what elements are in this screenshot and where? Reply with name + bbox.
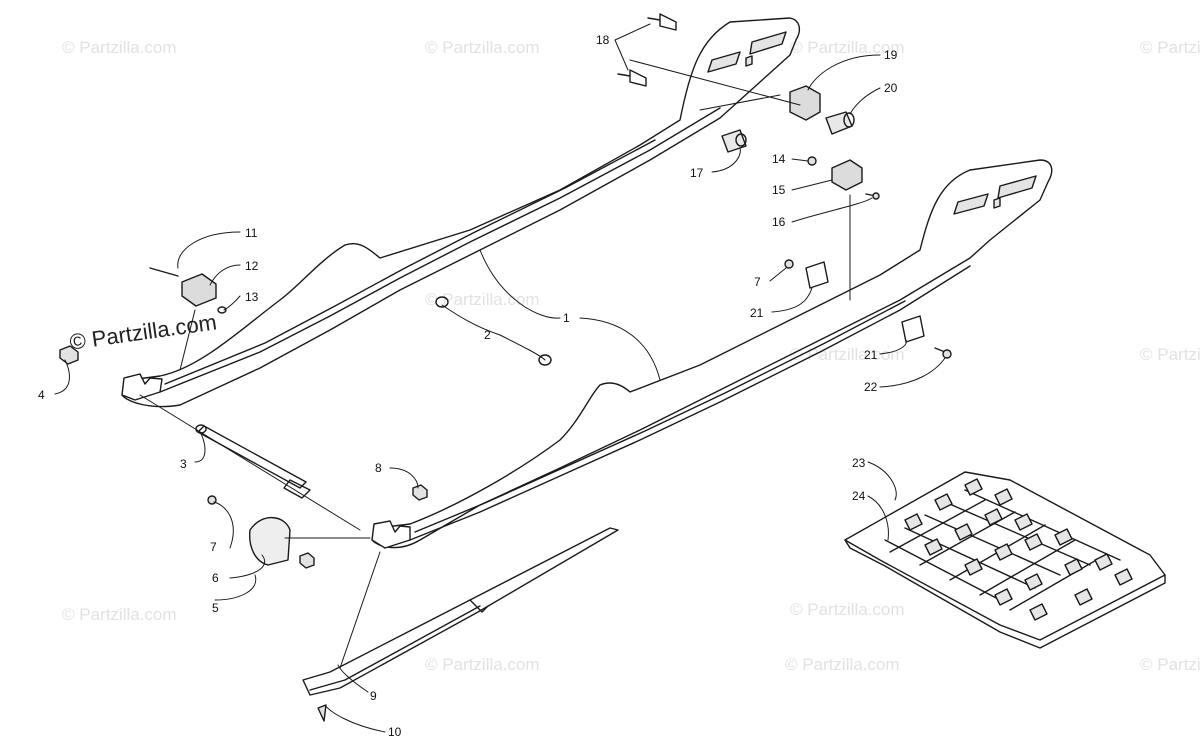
callout-19: 19 [884, 48, 898, 62]
leader-lines [54, 23, 946, 733]
watermark: © Partzilla.com [1140, 38, 1200, 57]
callout-23: 23 [852, 456, 866, 470]
callout-2: 2 [484, 328, 491, 342]
callout-1: 1 [563, 311, 570, 325]
callout-21b: 21 [864, 348, 878, 362]
callout-12: 12 [245, 259, 259, 273]
callout-20: 20 [884, 81, 898, 95]
callout-10: 10 [388, 725, 402, 739]
watermark: © Partzilla.com [62, 605, 177, 624]
left-slide-rail [121, 17, 801, 408]
watermark: © Partzilla.com [785, 655, 900, 674]
callout-7a: 7 [210, 540, 217, 554]
callout-7b: 7 [754, 275, 761, 289]
callout-6: 6 [212, 571, 219, 585]
callout-17: 17 [690, 166, 704, 180]
hardware [59, 13, 952, 722]
watermark: © Partzilla.com [1140, 345, 1200, 364]
cross-shaft [195, 424, 311, 499]
callout-22: 22 [864, 380, 878, 394]
callout-11: 11 [245, 226, 258, 240]
watermark: © Partzilla.com [790, 38, 905, 57]
callout-16: 16 [772, 215, 786, 229]
right-slide-rail [371, 159, 1053, 549]
track-lugs [904, 478, 1133, 621]
callout-24: 24 [852, 489, 866, 503]
callout-labels: 1 2 3 4 5 6 7 7 8 9 10 11 12 13 14 15 16… [38, 33, 898, 739]
callout-18: 18 [596, 33, 610, 47]
callout-15: 15 [772, 183, 786, 197]
callout-14: 14 [772, 152, 786, 166]
callout-3: 3 [180, 457, 187, 471]
watermark: © Partzilla.com [790, 345, 905, 364]
watermark: © Partzilla.com [425, 290, 540, 309]
watermark: © Partzilla.com [1140, 655, 1200, 674]
watermark: © Partzilla.com [62, 38, 177, 57]
watermark: © Partzilla.com [790, 600, 905, 619]
watermark: © Partzilla.com [425, 38, 540, 57]
callout-9: 9 [370, 689, 377, 703]
wear-strip [302, 527, 619, 696]
callout-8: 8 [375, 461, 382, 475]
callout-4: 4 [38, 388, 45, 402]
callout-21a: 21 [750, 306, 764, 320]
watermark: © Partzilla.com [425, 655, 540, 674]
callout-5: 5 [212, 601, 219, 615]
callout-13: 13 [245, 290, 259, 304]
